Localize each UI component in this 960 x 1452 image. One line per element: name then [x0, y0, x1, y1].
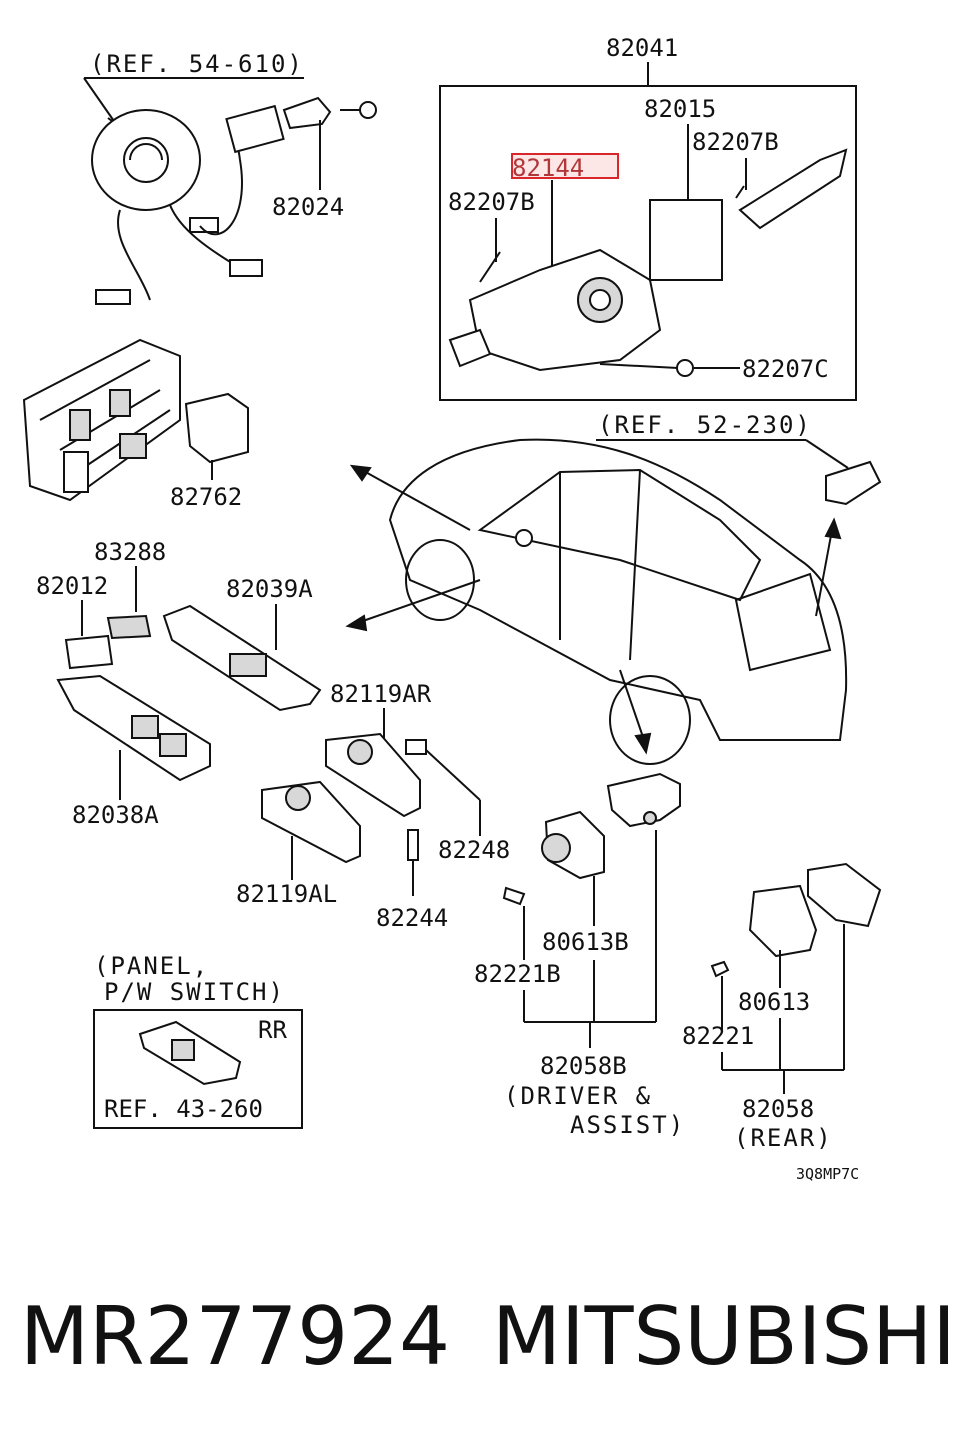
label-82058: 82058 [742, 1095, 814, 1123]
label-82762: 82762 [170, 483, 242, 511]
label-82012: 82012 [36, 572, 108, 600]
label-82024: 82024 [272, 193, 344, 221]
door-courtesy-switch-illustration: 80613B 82221B 82058B (DRIVER & ASSIST) [474, 772, 685, 1139]
label-80613b: 80613B [542, 928, 629, 956]
footer-brand: MITSUBISHI [492, 1290, 956, 1383]
label-82144: 82144 [512, 154, 584, 182]
window-switch-illustration: 83288 82012 82039A 82038A [36, 538, 322, 829]
label-82058b-note1: (DRIVER & [504, 1082, 652, 1110]
label-82221b: 82221B [474, 960, 561, 988]
label-82119ar: 82119AR [330, 680, 432, 708]
rear-courtesy-switch-illustration: 80613 82221 82058 (REAR) [682, 862, 882, 1152]
label-82207b-left: 82207B [448, 188, 535, 216]
panel-box-title1: (PANEL, [94, 952, 209, 980]
panel-pw-switch-box: (PANEL, P/W SWITCH) RR REF. 43-260 [93, 952, 303, 1129]
panel-box-frame [93, 1009, 303, 1129]
ref-tail-label: (REF. 52-230) [598, 411, 812, 439]
highlight-82144 [511, 153, 619, 179]
panel-box-position: RR [258, 1016, 287, 1044]
label-82058b: 82058B [540, 1052, 627, 1080]
label-82207c: 82207C [742, 355, 829, 383]
door-switch-illustration: 82119AR 82119AL 82248 82244 [236, 680, 510, 932]
group-box-82041 [439, 85, 857, 401]
panel-box-ref: REF. 43-260 [104, 1095, 263, 1123]
label-82015: 82015 [644, 95, 716, 123]
label-82248: 82248 [438, 836, 510, 864]
relay-illustration: 82762 [22, 338, 249, 511]
label-82038a: 82038A [72, 801, 159, 829]
label-80613: 80613 [738, 988, 810, 1016]
footer-part-number: MR277924 [20, 1290, 450, 1383]
label-82244: 82244 [376, 904, 448, 932]
clock-spring-illustration: (REF. 54-610) 82024 [83, 50, 377, 305]
label-82207b-top: 82207B [692, 128, 779, 156]
vehicle-illustration: (REF. 52-230) [345, 411, 882, 765]
ref-steering-label: (REF. 54-610) [90, 50, 304, 78]
diagram-code: 3Q8MP7C [796, 1165, 859, 1183]
label-83288: 83288 [94, 538, 166, 566]
panel-box-title2: P/W SWITCH) [104, 978, 285, 1006]
label-82058b-note2: ASSIST) [570, 1111, 685, 1139]
column-switch-group: 82041 82015 82207B 82144 82207B 82207C [439, 34, 857, 401]
label-82041: 82041 [606, 34, 678, 62]
label-82221: 82221 [682, 1022, 754, 1050]
label-82039a: 82039A [226, 575, 313, 603]
label-82058-note: (REAR) [734, 1124, 833, 1152]
label-82119al: 82119AL [236, 880, 337, 908]
